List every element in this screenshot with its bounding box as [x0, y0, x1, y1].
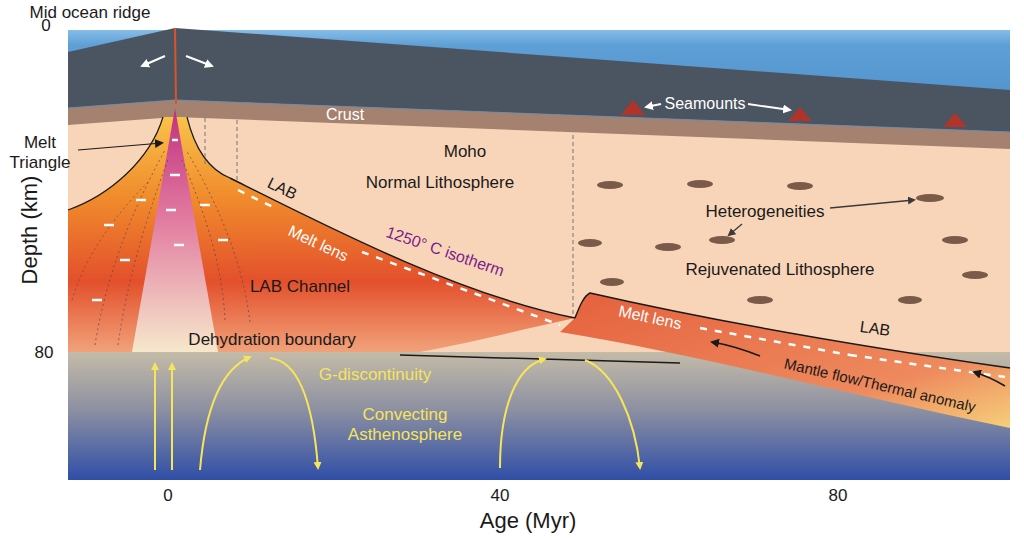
region-label: Rejuvenated Lithosphere — [685, 260, 874, 280]
boundary-label: LAB — [859, 318, 892, 340]
melt-band — [560, 293, 1010, 428]
melt-label: Melt lens — [285, 222, 351, 266]
region-label: LAB Channel — [250, 277, 350, 297]
axis-tick: 80 — [829, 486, 848, 506]
seamount — [943, 113, 967, 127]
heterogeneity — [578, 180, 988, 304]
callout-label: Seamounts — [665, 95, 746, 113]
melt-label: Melt lens — [617, 302, 683, 333]
axis-title: Age (Myr) — [480, 508, 577, 533]
axis-tick: 40 — [491, 486, 510, 506]
seamount — [621, 100, 645, 115]
layer-label: Moho — [444, 142, 487, 162]
crust-band — [68, 100, 1010, 149]
flow-label: Mantle flow/Thermal anomaly — [783, 355, 978, 416]
axis-tick: 0 — [163, 486, 172, 506]
region-label: Convecting Asthenosphere — [340, 405, 470, 444]
callout-label: Heterogeneities — [705, 202, 824, 222]
region-label: Normal Lithosphere — [366, 173, 514, 193]
layer-label: Crust — [326, 106, 364, 124]
boundary-label: LAB — [264, 174, 299, 204]
axis-title: Depth (km) — [17, 176, 42, 285]
isotherm-label: 1250° C isotherm — [382, 223, 509, 282]
callout-label: Melt Triangle — [4, 133, 76, 172]
boundary-label: Dehydration boundary — [188, 330, 355, 350]
discontinuity-label: G-discontinuity — [319, 365, 431, 385]
seamount — [788, 107, 812, 121]
axis-tick: 0 — [41, 16, 50, 36]
axis-tick: 80 — [35, 343, 54, 363]
